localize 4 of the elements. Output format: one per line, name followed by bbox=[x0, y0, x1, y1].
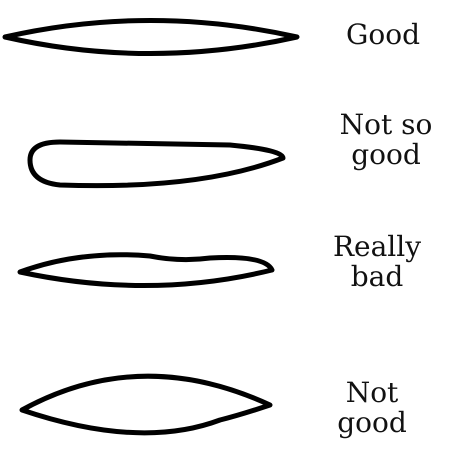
rating-label: Not good bbox=[336, 378, 408, 438]
rating-label: Not so good bbox=[338, 110, 434, 170]
rating-label: Good bbox=[344, 20, 421, 50]
rating-label: Really bad bbox=[332, 232, 422, 292]
